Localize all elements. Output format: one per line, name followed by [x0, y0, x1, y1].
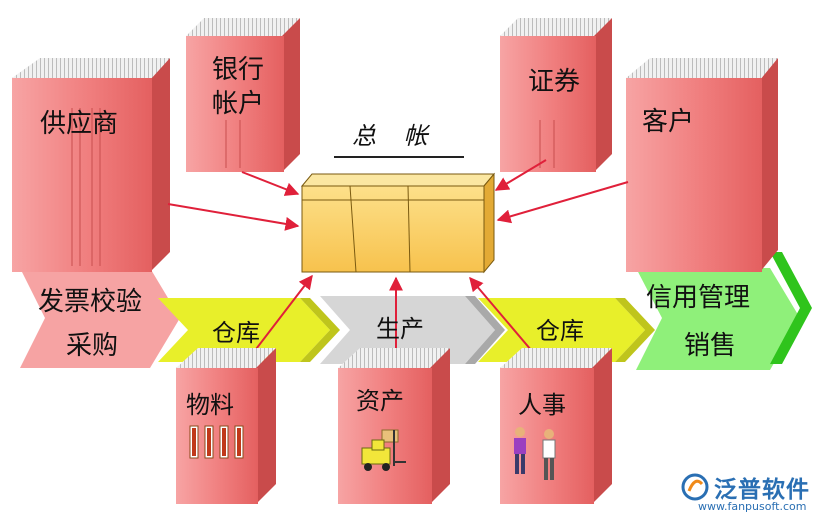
personnel-book	[500, 348, 612, 504]
bank-account-label-line2: 帐户	[212, 89, 265, 119]
production-chevron	[320, 296, 495, 364]
invoice-verification-label: 发票校验	[38, 287, 143, 317]
warehouse-right-chevron	[478, 298, 645, 362]
supplier-book	[12, 58, 170, 272]
warehouse-left-label: 仓库	[212, 319, 260, 347]
assets-book	[338, 348, 450, 504]
general-ledger-box	[300, 172, 496, 274]
flow-band	[20, 252, 812, 370]
bank-account-book	[186, 18, 300, 172]
brand-logo-icon	[681, 473, 709, 501]
securities-book	[500, 18, 612, 172]
brand-url: www.fanpusoft.com	[698, 500, 807, 513]
securities-label: 证券	[528, 67, 581, 97]
purchase-label: 采购	[66, 331, 119, 361]
sales-chevron	[636, 268, 800, 370]
purchase-chevron	[20, 268, 180, 368]
people-icon	[514, 427, 556, 480]
warehouse-right-label: 仓库	[536, 317, 584, 345]
supplier-label: 供应商	[40, 109, 119, 139]
personnel-label: 人事	[518, 391, 566, 419]
brand-name: 泛普软件	[714, 477, 810, 503]
materials-book	[176, 348, 276, 504]
assets-label: 资产	[356, 387, 404, 415]
sales-label: 销售	[684, 331, 737, 361]
materials-icon	[189, 425, 244, 459]
warehouse-left-chevron	[158, 298, 330, 362]
materials-label: 物料	[186, 391, 234, 419]
customer-book	[626, 58, 778, 272]
general-ledger-underline	[334, 156, 464, 158]
forklift-icon	[361, 429, 406, 471]
brand-watermark: 泛普软件 www.fanpusoft.com	[680, 470, 812, 516]
customer-label: 客户	[642, 107, 695, 137]
general-ledger-title: 总 帐	[352, 122, 438, 150]
production-label: 生产	[376, 315, 424, 343]
bank-account-label-line1: 银行	[212, 55, 265, 85]
credit-management-label: 信用管理	[646, 283, 751, 313]
